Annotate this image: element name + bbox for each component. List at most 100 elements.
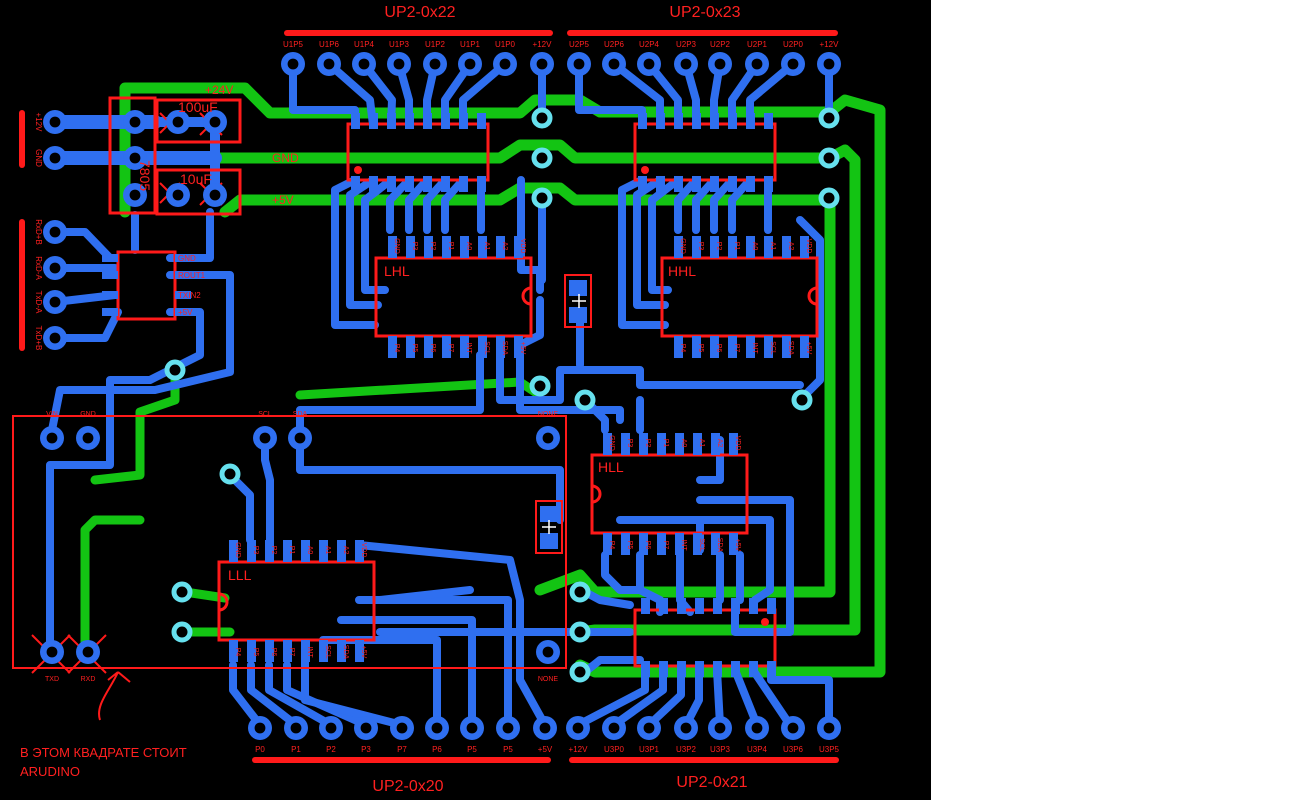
hll-pad [693, 533, 702, 555]
lhl-pin-label: A0 [465, 242, 472, 251]
lll-pad [355, 540, 364, 562]
header-pin-label: U1P2 [425, 40, 446, 49]
expander-label-lhl: LHL [384, 263, 410, 279]
hll-pin-label: +5V [734, 539, 741, 552]
rail-label-24v: +24V [205, 83, 233, 97]
header-pin-label: U3P4 [747, 745, 768, 754]
u1-pad [369, 113, 378, 129]
u3-pad [731, 661, 740, 677]
lhl-pad [496, 236, 505, 258]
cap-crosshairs [542, 294, 586, 534]
header-pad-bottom-right-hole [680, 722, 692, 734]
hhl-pad [710, 336, 719, 358]
hll-pin-label: P5 [626, 541, 633, 550]
lll-pin-label: P1 [288, 546, 295, 555]
header-pad-bottom-right-hole [787, 722, 799, 734]
u2-pad [674, 113, 683, 129]
u3-pad [677, 598, 686, 614]
arduino-pin-label: VIN [46, 411, 58, 418]
lll-pad [283, 640, 292, 662]
lhl-pad [424, 236, 433, 258]
u2-pad [638, 176, 647, 192]
u2-pad [710, 113, 719, 129]
u1-pad [369, 176, 378, 192]
regulator-label: 7805 [137, 160, 153, 191]
hll-pad [657, 433, 666, 455]
u2-pad [728, 113, 737, 129]
regulator-pad-hole [129, 189, 141, 201]
header-pad-bottom-left-hole [396, 722, 408, 734]
hhl-pad [746, 336, 755, 358]
pcb-layout: UP2-0x22 UP2-0x23 UP2-0x20 UP2-0x21 +24V… [12, 4, 886, 795]
cap-pad-hole [209, 189, 221, 201]
header-pin-label: U1P5 [283, 40, 304, 49]
lll-pin-label: +5V [360, 646, 367, 659]
cap-label-10uf: 10uF [180, 171, 212, 187]
lhl-pad [406, 236, 415, 258]
u3-pad [641, 598, 650, 614]
hhl-pin-label: P4 [679, 344, 686, 353]
u2-pad [674, 176, 683, 192]
expander-label-hll: HLL [598, 459, 624, 475]
transceiver-pad [175, 291, 191, 299]
header-pad-bottom-right-hole [572, 722, 584, 734]
hhl-pad [728, 236, 737, 258]
pin1-marker [761, 618, 769, 626]
lll-pad [301, 640, 310, 662]
header-pad-top-right-hole [787, 58, 799, 70]
hhl-pad [782, 236, 791, 258]
transceiver-pad [102, 271, 118, 279]
header-pad-bottom-left-hole [325, 722, 337, 734]
cap-pad-hole [172, 189, 184, 201]
u1-pad [405, 113, 414, 129]
header-pin-label: P1 [291, 745, 301, 754]
u1-pad [459, 113, 468, 129]
u3-pad [713, 661, 722, 677]
hll-pin-label: P3 [626, 439, 633, 448]
header-pin-label: U3P3 [710, 745, 731, 754]
hll-pin-label: INT [680, 539, 687, 551]
hhl-pin-label: P2 [715, 242, 722, 251]
hhl-pad [674, 336, 683, 358]
u1-pad [459, 176, 468, 192]
pads [40, 52, 841, 740]
hll-pin-label: GND [608, 435, 615, 451]
lll-pad [301, 540, 310, 562]
header-title-up2-0x22: UP2-0x22 [384, 4, 455, 21]
header-pad-top-left-hole [393, 58, 405, 70]
lhl-pin-label: SCL [483, 341, 490, 355]
transceiver-pad [102, 254, 118, 262]
hll-pad [729, 533, 738, 555]
hll-pad [729, 433, 738, 455]
u2-pad [656, 176, 665, 192]
header-pin-label: +12V [820, 40, 840, 49]
hll-pin-label: P1 [662, 439, 669, 448]
arduino-pad-hole [82, 646, 94, 658]
u2-pad [656, 113, 665, 129]
lll-pad [337, 540, 346, 562]
lll-pin-label: INT [306, 646, 313, 658]
header-pin-label: U1P4 [354, 40, 375, 49]
lhl-pin-label: P5 [411, 344, 418, 353]
u2-pad [746, 176, 755, 192]
rs485-connector-label: TxD-A [34, 291, 43, 314]
hll-pad [711, 433, 720, 455]
header-pad-top-left-hole [499, 58, 511, 70]
header-pad-bottom-left-hole [539, 722, 551, 734]
header-pad-bottom-left-hole [502, 722, 514, 734]
lll-pad [337, 640, 346, 662]
header-pin-label: U3P0 [604, 745, 625, 754]
header-title-up2-0x21: UP2-0x21 [676, 774, 747, 791]
lhl-pad [388, 236, 397, 258]
lhl-pin-label: A2 [501, 242, 508, 251]
u2-pad [746, 113, 755, 129]
cap-pad-hole [209, 116, 221, 128]
hll-pin-label: P4 [608, 541, 615, 550]
header-pin-label: U2P1 [747, 40, 768, 49]
arduino-pin-label: RXD [81, 676, 96, 683]
rs485-connector-label: RxD+B [34, 219, 43, 245]
cap-label-100uf: 100uF [178, 99, 218, 115]
header-pad-top-left-hole [536, 58, 548, 70]
expander-label-lll: LLL [228, 567, 252, 583]
header-pad-bottom-right-hole [608, 722, 620, 734]
